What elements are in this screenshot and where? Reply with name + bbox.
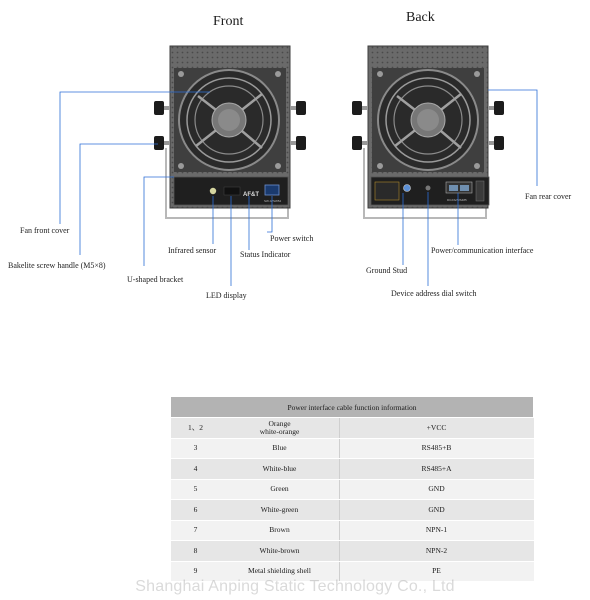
front-switch-caption: SW-G/SW52 (264, 199, 281, 203)
label-infrared-sensor: Infrared sensor (168, 246, 217, 255)
function-cell: RS485+B (339, 437, 534, 459)
wire-color-cell: White-green (220, 499, 340, 521)
function-cell: +VCC (339, 417, 534, 439)
pin-cell: 4 (170, 458, 221, 480)
led-display-window (223, 186, 241, 196)
label-fan-front-cover: Fan front cover (20, 226, 70, 235)
function-cell: PE (339, 560, 534, 582)
ground-stud-terminal (403, 184, 411, 192)
back-label-plate (374, 181, 400, 201)
front-fan (174, 68, 286, 172)
back-heading: Back (406, 10, 435, 25)
wire-color-cell: Metal shielding shell (220, 560, 340, 582)
wire-color-cell: Brown (220, 519, 340, 541)
power-interface-port (445, 181, 473, 194)
function-cell: GND (339, 499, 534, 521)
wire-color-cell: White-blue (220, 458, 340, 480)
table-row: 7 Brown NPN-1 (170, 519, 534, 541)
pin-cell: 7 (170, 519, 221, 541)
pin-cell: 1、2 (170, 417, 221, 439)
label-power-interface: Power/communication interface (431, 246, 534, 255)
table-row: 5 Green GND (170, 478, 534, 500)
front-handle-right-bottom (290, 136, 306, 150)
infrared-sensor-window (209, 187, 217, 195)
function-cell: NPN-2 (339, 540, 534, 562)
power-switch-rocker (264, 184, 280, 196)
label-ground-stud: Ground Stud (366, 266, 408, 275)
back-control-panel: DC24V/RS485 (370, 176, 490, 206)
wire-color-cell: White-brown (220, 540, 340, 562)
address-dial-switch (425, 185, 431, 191)
device-diagram: AF&T SW-G/SW52 (59, 45, 538, 286)
label-led-display: LED display (206, 291, 247, 300)
front-unit: AF&T SW-G/SW52 (154, 45, 306, 219)
label-bakelite-handle: Bakelite screw handle (M5×8) (8, 261, 106, 270)
front-brand-logo: AF&T (243, 192, 259, 198)
front-heading: Front (213, 14, 244, 29)
cable-function-table: Power interface cable function informati… (170, 396, 534, 582)
front-handle-left-top (154, 101, 170, 115)
function-cell: RS485+A (339, 458, 534, 480)
label-fan-rear-cover: Fan rear cover (525, 192, 572, 201)
back-handle-left-top (352, 101, 368, 115)
table-row: 3 Blue RS485+B (170, 437, 534, 459)
company-watermark: Shanghai Anping Static Technology Co., L… (135, 578, 455, 595)
pin-cell: 9 (170, 560, 221, 582)
back-unit: DC24V/RS485 (352, 45, 504, 219)
back-handle-left-bottom (352, 136, 368, 150)
function-cell: GND (339, 478, 534, 500)
pin-cell: 3 (170, 437, 221, 459)
pin-cell: 6 (170, 499, 221, 521)
table-row: 6 White-green GND (170, 499, 534, 521)
front-handle-right-top (290, 101, 306, 115)
pin-cell: 8 (170, 540, 221, 562)
pin-cell: 5 (170, 478, 221, 500)
wire-color-cell: Green (220, 478, 340, 500)
back-fan (372, 68, 484, 172)
table-row: 9 Metal shielding shell PE (170, 560, 534, 582)
leader-lines (59, 89, 538, 286)
label-u-bracket: U-shaped bracket (127, 275, 184, 284)
label-status-indicator: Status Indicator (240, 250, 291, 259)
front-handle-left-bottom (154, 136, 170, 150)
table-row: 8 White-brown NPN-2 (170, 540, 534, 562)
label-device-dial: Device address dial switch (391, 289, 477, 298)
back-handle-right-top (488, 101, 504, 115)
table-row: 4 White-blue RS485+A (170, 458, 534, 480)
function-cell: NPN-1 (339, 519, 534, 541)
label-power-switch: Power switch (270, 234, 314, 243)
table-title: Power interface cable function informati… (170, 396, 534, 418)
back-handle-right-bottom (488, 136, 504, 150)
back-interface-caption: DC24V/RS485 (447, 198, 467, 202)
wire-color-cell: Blue (220, 437, 340, 459)
